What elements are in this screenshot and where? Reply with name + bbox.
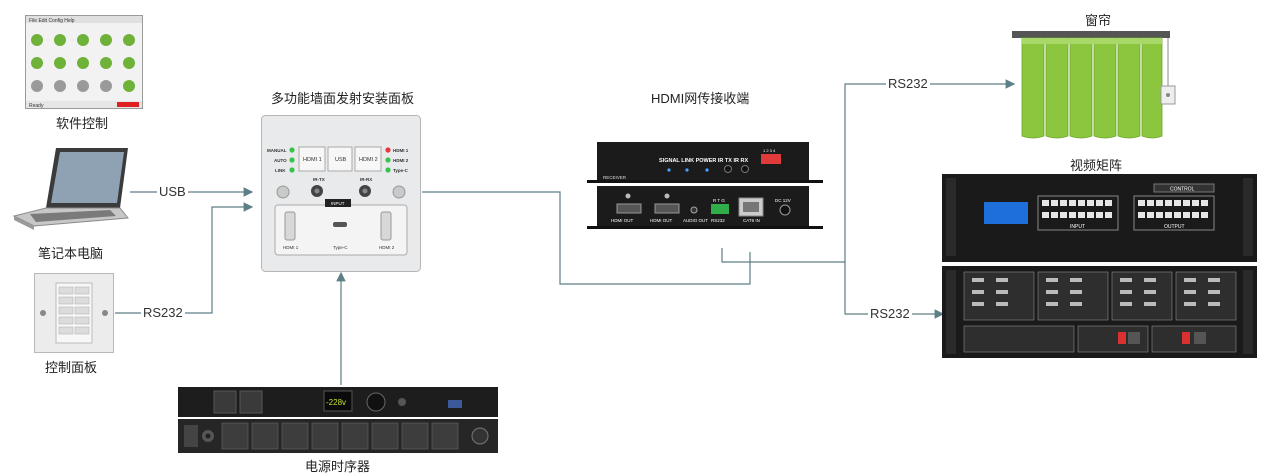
port-label-audio-out: AUDIO OUT xyxy=(683,218,708,223)
mode-link-text: LINK xyxy=(275,168,286,173)
mode-manual-text: MANUAL xyxy=(267,148,287,153)
port-hdmi1-text: HDMI 1 xyxy=(283,245,299,250)
matrix-image: CONTROL INPUT OUTPUT xyxy=(942,174,1257,358)
software-window-image: File Edit Config Help Ready xyxy=(25,15,143,109)
indicator-hdmi2-text: HDMI 2 xyxy=(393,158,409,163)
port-label-dc12v: DC 12V xyxy=(775,198,791,203)
wall-panel-label: 多功能墙面发射安装面板 xyxy=(271,91,415,106)
matrix-control-text: CONTROL xyxy=(1170,187,1195,193)
control-panel-image xyxy=(34,273,114,353)
curtain-image xyxy=(1012,31,1176,139)
button-hdmi2-text: HDMI 2 xyxy=(359,157,378,163)
control-panel-node xyxy=(34,273,114,353)
indicator-typec-text: Type-C xyxy=(393,168,409,173)
port-typec-text: Type-C xyxy=(333,245,348,250)
cat6-line xyxy=(422,191,751,285)
laptop-label: 笔记本电脑 xyxy=(38,246,104,261)
laptop-node xyxy=(10,146,130,232)
software-menu-text: File Edit Config Help xyxy=(29,18,75,24)
software-status-text: Ready xyxy=(29,103,44,109)
rs232-pins-text: R T G xyxy=(713,198,725,203)
receiver-top-labels: SIGNAL LINK POWER IR TX IR RX xyxy=(659,158,748,164)
sequencer-display-text: -228v xyxy=(326,398,346,407)
indicator-hdmi1-text: HDMI 1 xyxy=(393,148,409,153)
hdmi-receiver-image: SIGNAL LINK POWER IR TX IR RX 1 2 3 4 RE… xyxy=(587,142,823,229)
port-label-hdmi-out-1: HDMI OUT xyxy=(611,218,633,223)
port-label-rs232: RS232 xyxy=(711,218,725,223)
port-hdmi2-text: HDMI 2 xyxy=(379,245,395,250)
rs232-edge-label-panel: RS232 xyxy=(141,305,185,320)
matrix-input-text: INPUT xyxy=(1070,224,1085,230)
panel-rs232-line xyxy=(115,202,254,314)
power-sequencer-label: 电源时序器 xyxy=(305,459,371,474)
matrix-label: 视频矩阵 xyxy=(1070,158,1123,173)
matrix-node: CONTROL INPUT OUTPUT xyxy=(942,174,1257,358)
control-panel-label: 控制面板 xyxy=(45,360,98,375)
dip-switch-text: 1 2 3 4 xyxy=(763,148,776,153)
hdmi-receiver-node: SIGNAL LINK POWER IR TX IR RX 1 2 3 4 RE… xyxy=(587,140,823,232)
button-hdmi1-text: HDMI 1 xyxy=(303,157,322,163)
software-buttons xyxy=(31,34,135,92)
button-usb-text: USB xyxy=(335,157,347,163)
rs232-edge-label-curtain: RS232 xyxy=(886,76,930,91)
software-node: File Edit Config Help Ready xyxy=(25,15,143,109)
hdmi-receiver-label: HDMI网传接收端 xyxy=(651,91,750,106)
power-sequencer-node: -228v xyxy=(178,385,498,455)
laptop-image xyxy=(12,148,129,230)
software-label: 软件控制 xyxy=(56,116,109,131)
port-label-cat6: CAT6 IN xyxy=(743,218,760,223)
port-label-hdmi-out-2: HDMI OUT xyxy=(650,218,672,223)
usb-edge-label: USB xyxy=(157,184,188,199)
ir-rx-text: IR-RX xyxy=(360,177,372,182)
receiver-title-text: RECEIVER xyxy=(603,175,627,180)
matrix-output-text: OUTPUT xyxy=(1164,224,1185,230)
wall-panel-node: MANUAL AUTO LINK HDMI 1 USB HDMI 2 HDMI … xyxy=(261,115,421,272)
rs232-edge-label-matrix: RS232 xyxy=(868,306,912,321)
input-tab-text: INPUT xyxy=(331,201,345,206)
mode-auto-text: AUTO xyxy=(274,158,287,163)
ir-tx-text: IR-TX xyxy=(313,177,325,182)
curtain-label: 窗帘 xyxy=(1085,13,1112,28)
power-sequencer-image: -228v xyxy=(178,387,498,453)
wall-panel-image: MANUAL AUTO LINK HDMI 1 USB HDMI 2 HDMI … xyxy=(261,115,421,272)
curtain-node xyxy=(1010,30,1190,140)
